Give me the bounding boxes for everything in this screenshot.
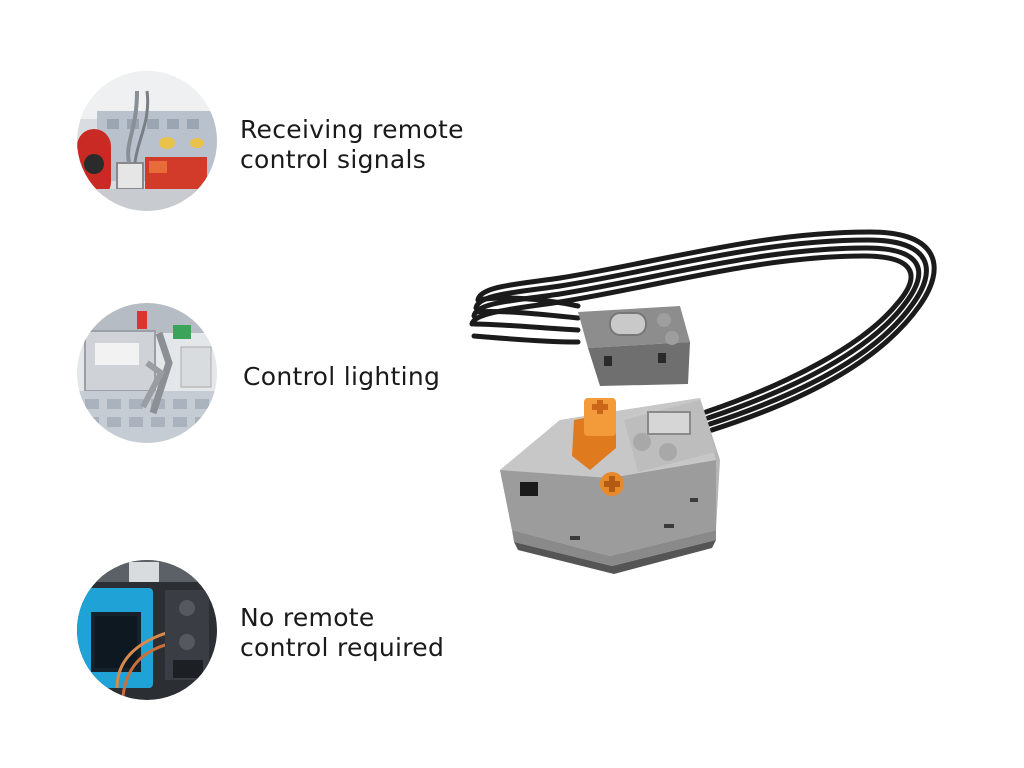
feature-label-line: Receiving remote: [240, 115, 464, 144]
feature-label-remote: Receiving remote control signals: [240, 115, 464, 175]
feature-label-lighting: Control lighting: [243, 362, 440, 392]
orange-lever: [572, 398, 624, 496]
feature-label-line: control required: [240, 633, 445, 662]
feature-label-line: No remote: [240, 603, 375, 632]
feature-label-no-remote: No remote control required: [240, 603, 444, 663]
feature-label-line: control signals: [240, 145, 427, 174]
cable: [469, 229, 937, 433]
lighting-model-image: [77, 303, 217, 443]
lighting-model-photo: [77, 303, 217, 443]
feature-label-line: Control lighting: [243, 362, 441, 391]
plug-connector: [578, 306, 690, 386]
